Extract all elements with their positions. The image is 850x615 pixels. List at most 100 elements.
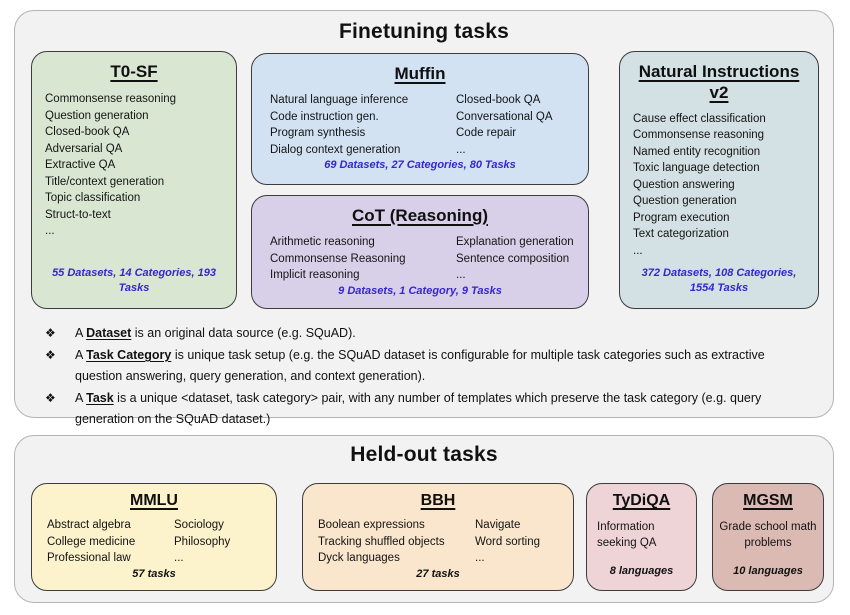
definitions-list: ❖ A Dataset is an original data source (… bbox=[45, 323, 823, 431]
niv2-stats: 372 Datasets, 108 Categories, 1554 Tasks bbox=[641, 267, 797, 295]
definition-task-text: A Task is a unique <dataset, task catego… bbox=[75, 391, 762, 426]
task-list-item: Abstract algebra bbox=[47, 519, 131, 531]
bbh-title: BBH bbox=[420, 492, 456, 509]
niv2-box: Natural Instructions v2 Cause effect cla… bbox=[619, 51, 819, 309]
cot-stats: 9 Datasets, 1 Category, 9 Tasks bbox=[338, 284, 502, 297]
task-list-item: Explanation generation bbox=[456, 236, 574, 249]
task-list-item: Sentence composition bbox=[456, 252, 570, 265]
definition-task-category: ❖ A Task Category is unique task setup (… bbox=[45, 345, 823, 387]
task-list-item: Closed-book QA bbox=[45, 126, 130, 139]
task-list-item: Dialog context generation bbox=[270, 143, 401, 156]
bbh-stats: 27 tasks bbox=[416, 567, 460, 580]
definition-dataset: ❖ A Dataset is an original data source (… bbox=[45, 323, 823, 344]
definition-dataset-text: A Dataset is an original data source (e.… bbox=[75, 326, 356, 340]
task-list-item: Named entity recognition bbox=[633, 145, 761, 158]
heldout-panel-title: Held-out tasks bbox=[350, 443, 498, 466]
definition-term-task: Task bbox=[86, 391, 114, 405]
muffin-stats: 69 Datasets, 27 Categories, 80 Tasks bbox=[324, 159, 516, 172]
task-list-item: Text categorization bbox=[633, 228, 729, 240]
mmlu-title: MMLU bbox=[130, 492, 178, 509]
task-list-item: Question generation bbox=[45, 109, 149, 122]
tydiqa-stats: 8 languages bbox=[609, 565, 674, 578]
task-list-item: College medicine bbox=[47, 535, 136, 548]
tydiqa-description: Information seeking QA bbox=[597, 521, 657, 549]
finetuning-panel: Finetuning tasks T0-SF Commonsense reaso… bbox=[14, 10, 834, 426]
definition-task-category-text: A Task Category is unique task setup (e.… bbox=[75, 348, 765, 383]
task-list-item: Commonsense Reasoning bbox=[270, 252, 406, 265]
t0sf-stats: 55 Datasets, 14 Categories, 193 Tasks bbox=[52, 267, 216, 295]
task-list-item: Conversational QA bbox=[456, 110, 553, 123]
task-list-item: Adversarial QA bbox=[45, 142, 123, 155]
task-list-item: Dyck languages bbox=[318, 552, 400, 564]
task-list-item: Word sorting bbox=[475, 535, 540, 548]
definition-task: ❖ A Task is a unique <dataset, task cate… bbox=[45, 388, 823, 430]
task-list-item: Question generation bbox=[633, 195, 737, 207]
task-list-item: Title/context generation bbox=[45, 175, 165, 188]
tydiqa-title: TyDiQA bbox=[612, 492, 671, 509]
cot-title: CoT (Reasoning) bbox=[352, 206, 488, 225]
mgsm-description: Grade school math problems bbox=[719, 521, 817, 549]
task-list-item: Closed-book QA bbox=[456, 94, 541, 107]
definition-term-task-category: Task Category bbox=[86, 348, 172, 362]
task-list-item: Question answering bbox=[633, 178, 735, 191]
task-list-item: Professional law bbox=[47, 552, 131, 564]
task-list-item: Navigate bbox=[475, 519, 521, 531]
task-list-item: Program execution bbox=[633, 211, 730, 224]
diamond-bullet-icon: ❖ bbox=[45, 348, 56, 362]
task-list-item: Arithmetic reasoning bbox=[270, 236, 375, 249]
task-list-item: Philosophy bbox=[174, 535, 231, 548]
task-list-item: ... bbox=[633, 244, 643, 257]
task-list-item: Implicit reasoning bbox=[270, 269, 360, 282]
definition-term-dataset: Dataset bbox=[86, 326, 132, 340]
task-list-item: ... bbox=[174, 552, 184, 564]
diamond-bullet-icon: ❖ bbox=[45, 326, 56, 340]
task-list-item: Cause effect classification bbox=[633, 112, 766, 125]
diamond-bullet-icon: ❖ bbox=[45, 391, 56, 405]
finetuning-panel-title: Finetuning tasks bbox=[338, 20, 510, 43]
task-list-item: Sociology bbox=[174, 519, 224, 531]
mgsm-title: MGSM bbox=[743, 492, 793, 509]
mmlu-stats: 57 tasks bbox=[132, 567, 176, 580]
task-list-item: Code repair bbox=[456, 127, 517, 140]
tydiqa-box: TyDiQA Information seeking QA 8 language… bbox=[586, 483, 697, 591]
t0sf-title: T0-SF bbox=[110, 62, 158, 81]
task-list-item: Natural language inference bbox=[270, 94, 409, 107]
task-list-item: Toxic language detection bbox=[633, 162, 760, 174]
niv2-title: Natural Instructions v2 bbox=[638, 62, 800, 103]
task-list-item: Commonsense reasoning bbox=[45, 93, 177, 106]
task-list-item: Program synthesis bbox=[270, 127, 366, 140]
task-list-item: Extractive QA bbox=[45, 159, 116, 172]
task-list-item: Commonsense reasoning bbox=[633, 129, 765, 141]
task-list-item: ... bbox=[475, 552, 485, 564]
task-list-item: ... bbox=[45, 225, 55, 238]
task-list-item: Tracking shuffled objects bbox=[318, 535, 445, 548]
muffin-title: Muffin bbox=[394, 64, 446, 83]
mgsm-box: MGSM Grade school math problems 10 langu… bbox=[712, 483, 824, 591]
task-list-item: ... bbox=[456, 269, 466, 282]
task-list-item: ... bbox=[456, 143, 466, 156]
task-list-item: Topic classification bbox=[45, 192, 141, 205]
muffin-task-list-right: Closed-book QA Conversational QA Code repa… bbox=[456, 92, 580, 158]
mgsm-stats: 10 languages bbox=[733, 565, 803, 578]
task-list-item: Code instruction gen. bbox=[270, 110, 379, 123]
task-list-item: Struct-to-text bbox=[45, 208, 111, 221]
